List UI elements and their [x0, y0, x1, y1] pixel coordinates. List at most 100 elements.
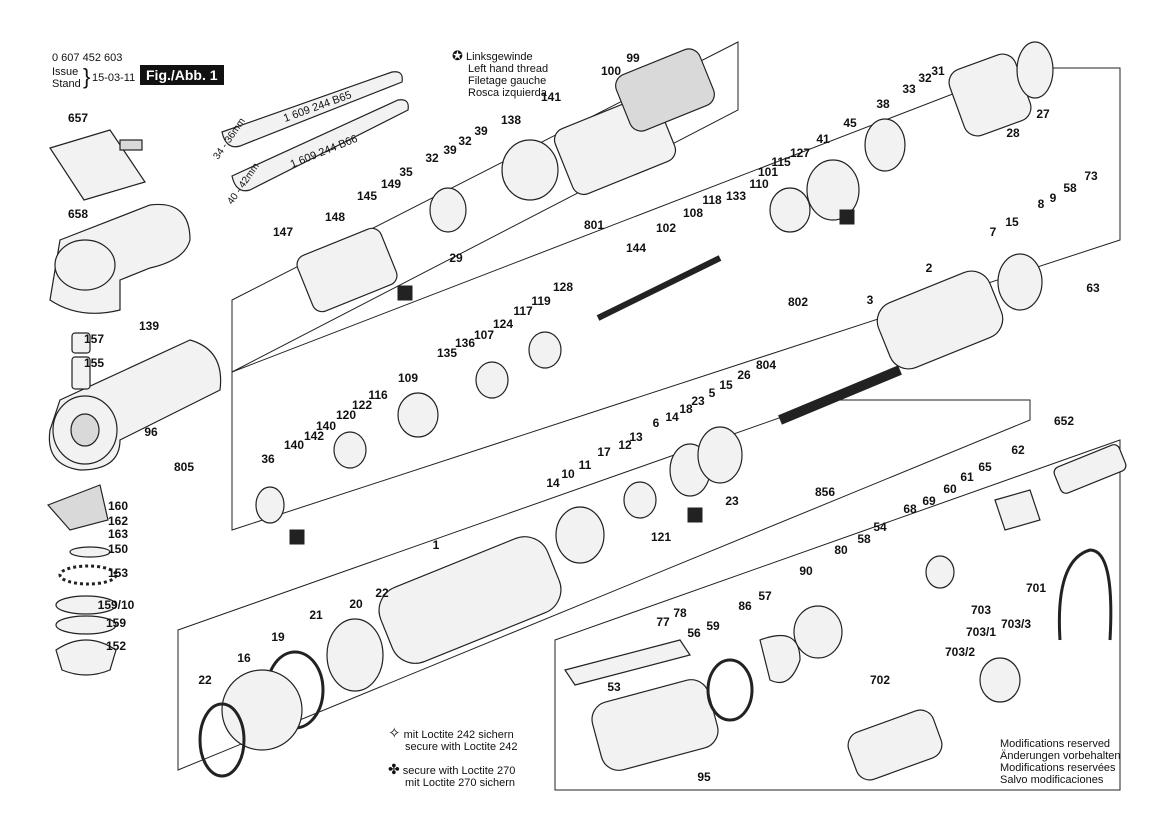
part-number-label: 32 [458, 134, 472, 148]
part-number-label: 59 [706, 619, 720, 633]
part-number-label: 39 [443, 143, 457, 157]
part-number-label: 32 [918, 71, 932, 85]
part-number-label: 7 [990, 225, 997, 239]
wrench-icon [397, 285, 413, 301]
part-number-label: 160 [108, 499, 128, 513]
part-number-label: 109 [398, 371, 418, 385]
part-number-label: 39 [474, 124, 488, 138]
angle-head [49, 203, 191, 314]
cylinder [876, 270, 1004, 370]
frame-group-bottom [554, 439, 1121, 791]
part-number-label: 57 [758, 589, 772, 603]
legend-line: Filetage gauche [468, 75, 547, 87]
part-number-label: 107 [474, 328, 494, 342]
modifications-notice: Modifications reserved Änderungen vorbeh… [1000, 738, 1120, 786]
document-number: 0 607 452 603 [52, 52, 123, 64]
sleeve-ring [555, 506, 605, 564]
part-number-label: 121 [651, 530, 671, 544]
part-number-label: 45 [843, 116, 857, 130]
part-number-label: 159/10 [98, 598, 135, 612]
cover-ring [1016, 41, 1054, 99]
part-number-label: 150 [108, 542, 128, 556]
part-number-label: 124 [493, 317, 513, 331]
ring [528, 331, 562, 369]
angle-housing [48, 339, 222, 471]
part-number-label: 110 [749, 177, 769, 191]
part-number-label: 139 [139, 319, 159, 333]
loctite-legend: ✧ mit Loctite 242 sichern secure with Lo… [388, 726, 518, 789]
bearing-ring [769, 187, 811, 233]
rotor [778, 365, 902, 425]
swivel-ring [979, 657, 1021, 703]
part-number-label: 58 [1063, 181, 1077, 195]
part-number-label: 703 [971, 603, 991, 617]
part-number-label: 41 [816, 132, 830, 146]
part-number-label: 138 [501, 113, 521, 127]
quick-connector [1053, 444, 1127, 494]
part-number-label: 60 [943, 482, 957, 496]
left-hand-thread-legend: ✪ Linksgewinde Left hand thread Filetage… [452, 49, 549, 99]
part-number-label: 101 [758, 165, 778, 179]
issue-label: Issue [52, 66, 79, 78]
part-number-label: 26 [737, 368, 751, 382]
lever [564, 639, 691, 686]
ring [326, 618, 384, 692]
part-number-label: 122 [352, 398, 372, 412]
part-number-label: 32 [425, 151, 439, 165]
notice-line: Modifications reserved [1000, 738, 1111, 750]
part-number-label: 100 [601, 64, 621, 78]
ring-nut [501, 139, 559, 201]
lock-nut [55, 639, 117, 676]
part-number-label: 657 [68, 111, 88, 125]
part-number-label: 133 [726, 189, 746, 203]
part-number-label: 149 [381, 177, 401, 191]
part-number-label: 147 [273, 225, 293, 239]
end-plate-front [697, 426, 743, 484]
part-number-label: 127 [790, 146, 810, 160]
part-number-label: 140 [284, 438, 304, 452]
part-number-label: 18 [679, 402, 693, 416]
part-number-label: 703/3 [1001, 617, 1031, 631]
spring [925, 555, 955, 589]
part-number-label: 14 [546, 476, 560, 490]
part-number-label: 8 [1038, 197, 1045, 211]
bearing [806, 159, 860, 221]
part-number-label: 115 [771, 155, 791, 169]
part-number-label: 135 [437, 346, 457, 360]
notice-line: Änderungen vorbehalten [1000, 750, 1121, 762]
part-number-label: 86 [738, 599, 752, 613]
part-number-label: 159 [106, 616, 126, 630]
part-number-label: 120 [336, 408, 356, 422]
o-ring [706, 658, 754, 722]
part-number-label: 3 [867, 293, 874, 307]
ring [623, 481, 657, 519]
main-shaft [596, 255, 722, 321]
part-number-label: 15 [1005, 215, 1019, 229]
part-number-label: 58 [857, 532, 871, 546]
part-number-label: 99 [626, 51, 640, 65]
part-number-label: 117 [513, 304, 533, 318]
part-number-label: 68 [903, 502, 917, 516]
inlet-fitting [994, 489, 1041, 531]
part-number-label: 155 [84, 356, 104, 370]
part-number-label: 14 [665, 410, 679, 424]
part-number-label: 145 [357, 189, 377, 203]
muffler-clip [759, 634, 801, 684]
part-number-label: 152 [106, 639, 126, 653]
part-number-label: 140 [316, 419, 336, 433]
part-number-label: 652 [1054, 414, 1074, 428]
planet-carrier-2 [864, 118, 906, 172]
part-number-label: 128 [553, 280, 573, 294]
ring [475, 361, 509, 399]
part-number-label: 96 [144, 425, 158, 439]
part-number-label: 22 [375, 586, 389, 600]
notice-line: Modifications reservées [1000, 762, 1116, 774]
legend-line: Left hand thread [468, 63, 549, 75]
part-number-label: 61 [960, 470, 974, 484]
part-number-label: 38 [876, 97, 890, 111]
part-number-label: 65 [978, 460, 992, 474]
part-number-label: 20 [349, 597, 363, 611]
part-number-label: 804 [756, 358, 776, 372]
